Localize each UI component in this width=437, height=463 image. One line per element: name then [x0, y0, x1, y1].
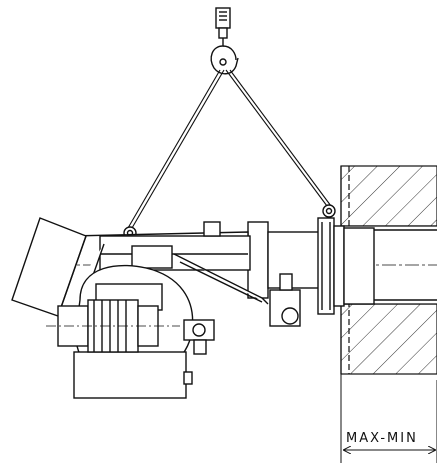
- lifting-slings: [127, 69, 332, 229]
- air-intake-box: [11, 217, 105, 319]
- burner-housing: [71, 221, 269, 305]
- lifting-hook-icon: [210, 7, 239, 75]
- blast-tube: [247, 217, 437, 315]
- depth-dimension: [340, 374, 437, 463]
- max-min-label: MAX-MIN: [346, 431, 418, 446]
- electric-motor-icon: [46, 299, 180, 353]
- gas-valve-group: [183, 273, 301, 385]
